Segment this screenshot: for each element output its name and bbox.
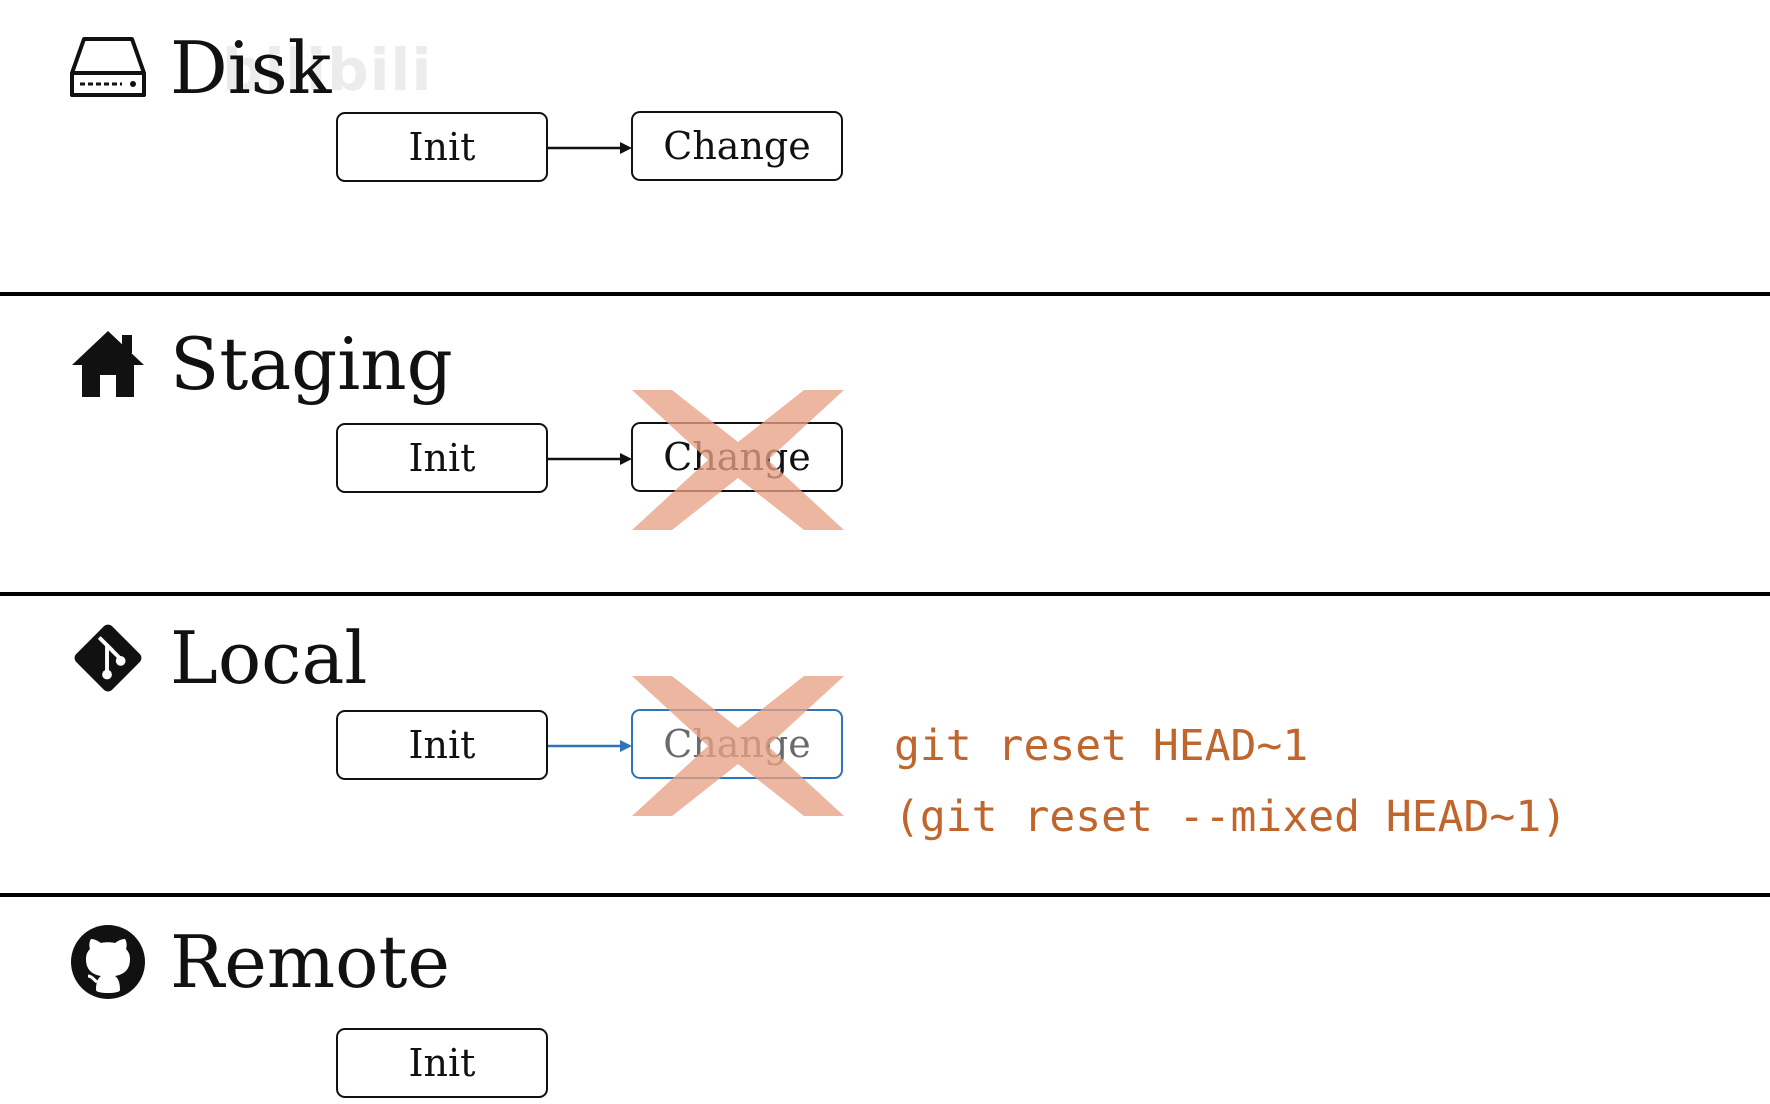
remote-heading: Remote xyxy=(70,924,450,1000)
commit-change-staging[interactable]: Change xyxy=(631,422,843,492)
section-title-remote: Remote xyxy=(170,920,450,1004)
section-divider xyxy=(0,893,1770,897)
section-divider xyxy=(0,292,1770,296)
commit-label: Change xyxy=(663,124,811,168)
commit-change-disk[interactable]: Change xyxy=(631,111,843,181)
hard-drive-icon xyxy=(70,30,146,106)
git-diamond-icon xyxy=(70,620,146,696)
commit-init-staging[interactable]: Init xyxy=(336,423,548,493)
staging-heading: Staging xyxy=(70,326,453,402)
command-git-reset: git reset HEAD~1 xyxy=(894,721,1309,771)
commit-label: Init xyxy=(408,436,476,480)
house-icon xyxy=(70,326,146,402)
commit-arrow-disk xyxy=(548,142,632,154)
commit-init-disk[interactable]: Init xyxy=(336,112,548,182)
commit-arrow-staging xyxy=(548,453,632,465)
github-icon xyxy=(70,924,146,1000)
commit-label: Init xyxy=(408,1041,476,1085)
section-title-staging: Staging xyxy=(170,322,453,406)
commit-label: Change xyxy=(663,722,811,766)
commit-arrow-local xyxy=(548,740,632,752)
disk-heading: Disk xyxy=(70,30,331,106)
commit-label: Init xyxy=(408,723,476,767)
commit-change-local[interactable]: Change xyxy=(631,709,843,779)
command-git-reset-mixed: (git reset --mixed HEAD~1) xyxy=(894,792,1568,842)
section-title-disk: Disk xyxy=(170,26,332,110)
watermark: bilibili xyxy=(222,36,433,104)
section-divider xyxy=(0,592,1770,596)
commit-label: Change xyxy=(663,435,811,479)
commit-init-local[interactable]: Init xyxy=(336,710,548,780)
local-heading: Local xyxy=(70,620,367,696)
section-title-local: Local xyxy=(170,616,368,700)
commit-init-remote[interactable]: Init xyxy=(336,1028,548,1098)
commit-label: Init xyxy=(408,125,476,169)
